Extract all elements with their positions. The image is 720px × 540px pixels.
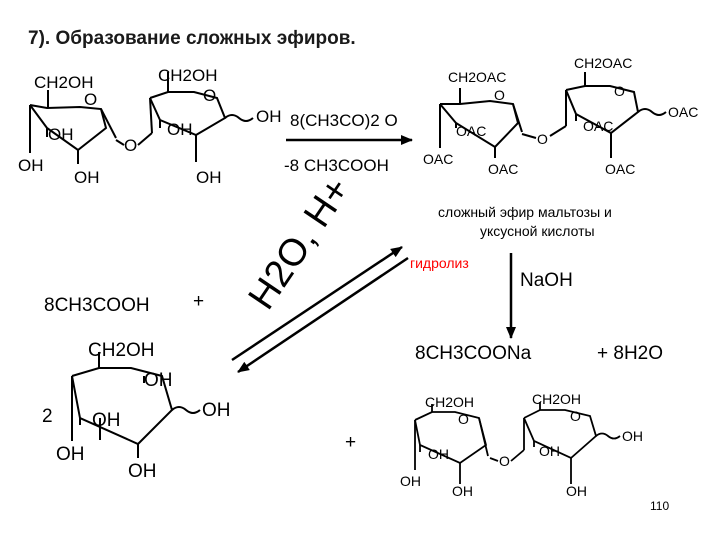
maltose2-ring-o-1: O — [458, 411, 469, 427]
ester-ring-o-2: O — [614, 83, 625, 99]
sodium-acetate: 8CH3COONa — [415, 343, 532, 364]
ester-bridge-o: O — [537, 131, 548, 147]
maltose-ring-o-1: O — [84, 90, 97, 109]
plus-1: + — [193, 291, 204, 312]
maltose-ch2oh-1: CH2OH — [34, 73, 94, 92]
maltose-oh-2: OH — [18, 156, 44, 175]
maltose2-ch2oh-2: CH2OH — [532, 391, 581, 407]
maltose-ring-o-2: O — [203, 86, 216, 105]
maltose-ch2oh-2: CH2OH — [158, 66, 218, 85]
equilibrium-arrow-forward — [231, 245, 403, 362]
maltose-oh-5: OH — [196, 168, 222, 187]
maltose-oh-1: OH — [48, 125, 74, 144]
glucose-oh-3: OH — [202, 400, 231, 421]
ester-oac-5: OAC — [668, 104, 698, 120]
ester-oac-2: OAC — [423, 151, 453, 167]
base-label: NaOH — [520, 270, 573, 291]
maltose2-oh-4: OH — [539, 443, 560, 459]
equilibrium-arrow-reverse — [237, 256, 409, 374]
page-number: 110 — [650, 499, 669, 513]
maltose2-oh-3: OH — [452, 483, 473, 499]
octaacetate-structure — [439, 72, 667, 158]
plus-2: + — [345, 432, 356, 453]
maltose2-ring-o-2: O — [570, 408, 581, 424]
slide-title: 7). Образование сложных эфиров. — [28, 28, 356, 49]
acetic-acid: 8CH3COOH — [44, 295, 150, 316]
glucose-ch2oh: CH2OH — [88, 340, 155, 361]
maltose2-oh-2: OH — [400, 473, 421, 489]
maltose-oh-6: OH — [256, 107, 282, 126]
maltose-bridge-o: O — [124, 136, 137, 155]
ester-oac-6: OAC — [605, 161, 635, 177]
glucose-coefficient: 2 — [42, 406, 53, 427]
hydrolysis-label: гидролиз — [410, 255, 469, 271]
maltose-structure — [29, 72, 254, 164]
octaacetate-labels: CH2OAC O OAC OAC OAC O CH2OAC O OAC OAC … — [423, 55, 698, 177]
maltose-oh-3: OH — [74, 168, 100, 187]
maltose2-oh-1: OH — [428, 446, 449, 462]
glucose-structure — [71, 352, 201, 458]
glucose-oh-1: OH — [144, 370, 173, 391]
glucose-oh-4: OH — [56, 444, 85, 465]
glucose-oh-2: OH — [92, 410, 121, 431]
maltose2-ch2oh-1: CH2OH — [425, 394, 474, 410]
maltose-bottom-structure — [414, 402, 621, 484]
ester-caption-line1: сложный эфир мальтозы и — [438, 204, 612, 220]
ester-oac-4: OAC — [583, 118, 613, 134]
water-product: + 8H2O — [597, 343, 663, 364]
ester-oac-1: OAC — [456, 123, 486, 139]
ester-caption-line2: уксусной кислоты — [480, 223, 595, 239]
byproduct-label: -8 CH3COOH — [284, 156, 389, 175]
ester-ring-o-1: O — [494, 87, 505, 103]
ester-ch2oac-2: CH2OAC — [574, 55, 632, 71]
maltose2-oh-5: OH — [622, 428, 643, 444]
ester-ch2oac-1: CH2OAC — [448, 69, 506, 85]
maltose-labels: CH2OH O OH OH OH O CH2OH O OH OH OH — [18, 66, 282, 187]
maltose-bottom-labels: CH2OH O OH OH OH O CH2OH O OH OH OH — [400, 391, 643, 499]
glucose-labels: CH2OH OH 2 OH OH OH OH — [42, 340, 231, 482]
reagent-label: 8(CH3CO)2 O — [290, 111, 398, 130]
catalyst-label: H2O, H+ — [241, 170, 359, 317]
acetylation-arrow: 8(CH3CO)2 O -8 CH3COOH — [284, 111, 413, 175]
ester-oac-3: OAC — [488, 161, 518, 177]
maltose2-bridge-o: O — [499, 453, 510, 469]
maltose2-oh-6: OH — [566, 483, 587, 499]
maltose-oh-4: OH — [167, 120, 193, 139]
glucose-oh-5: OH — [128, 461, 157, 482]
